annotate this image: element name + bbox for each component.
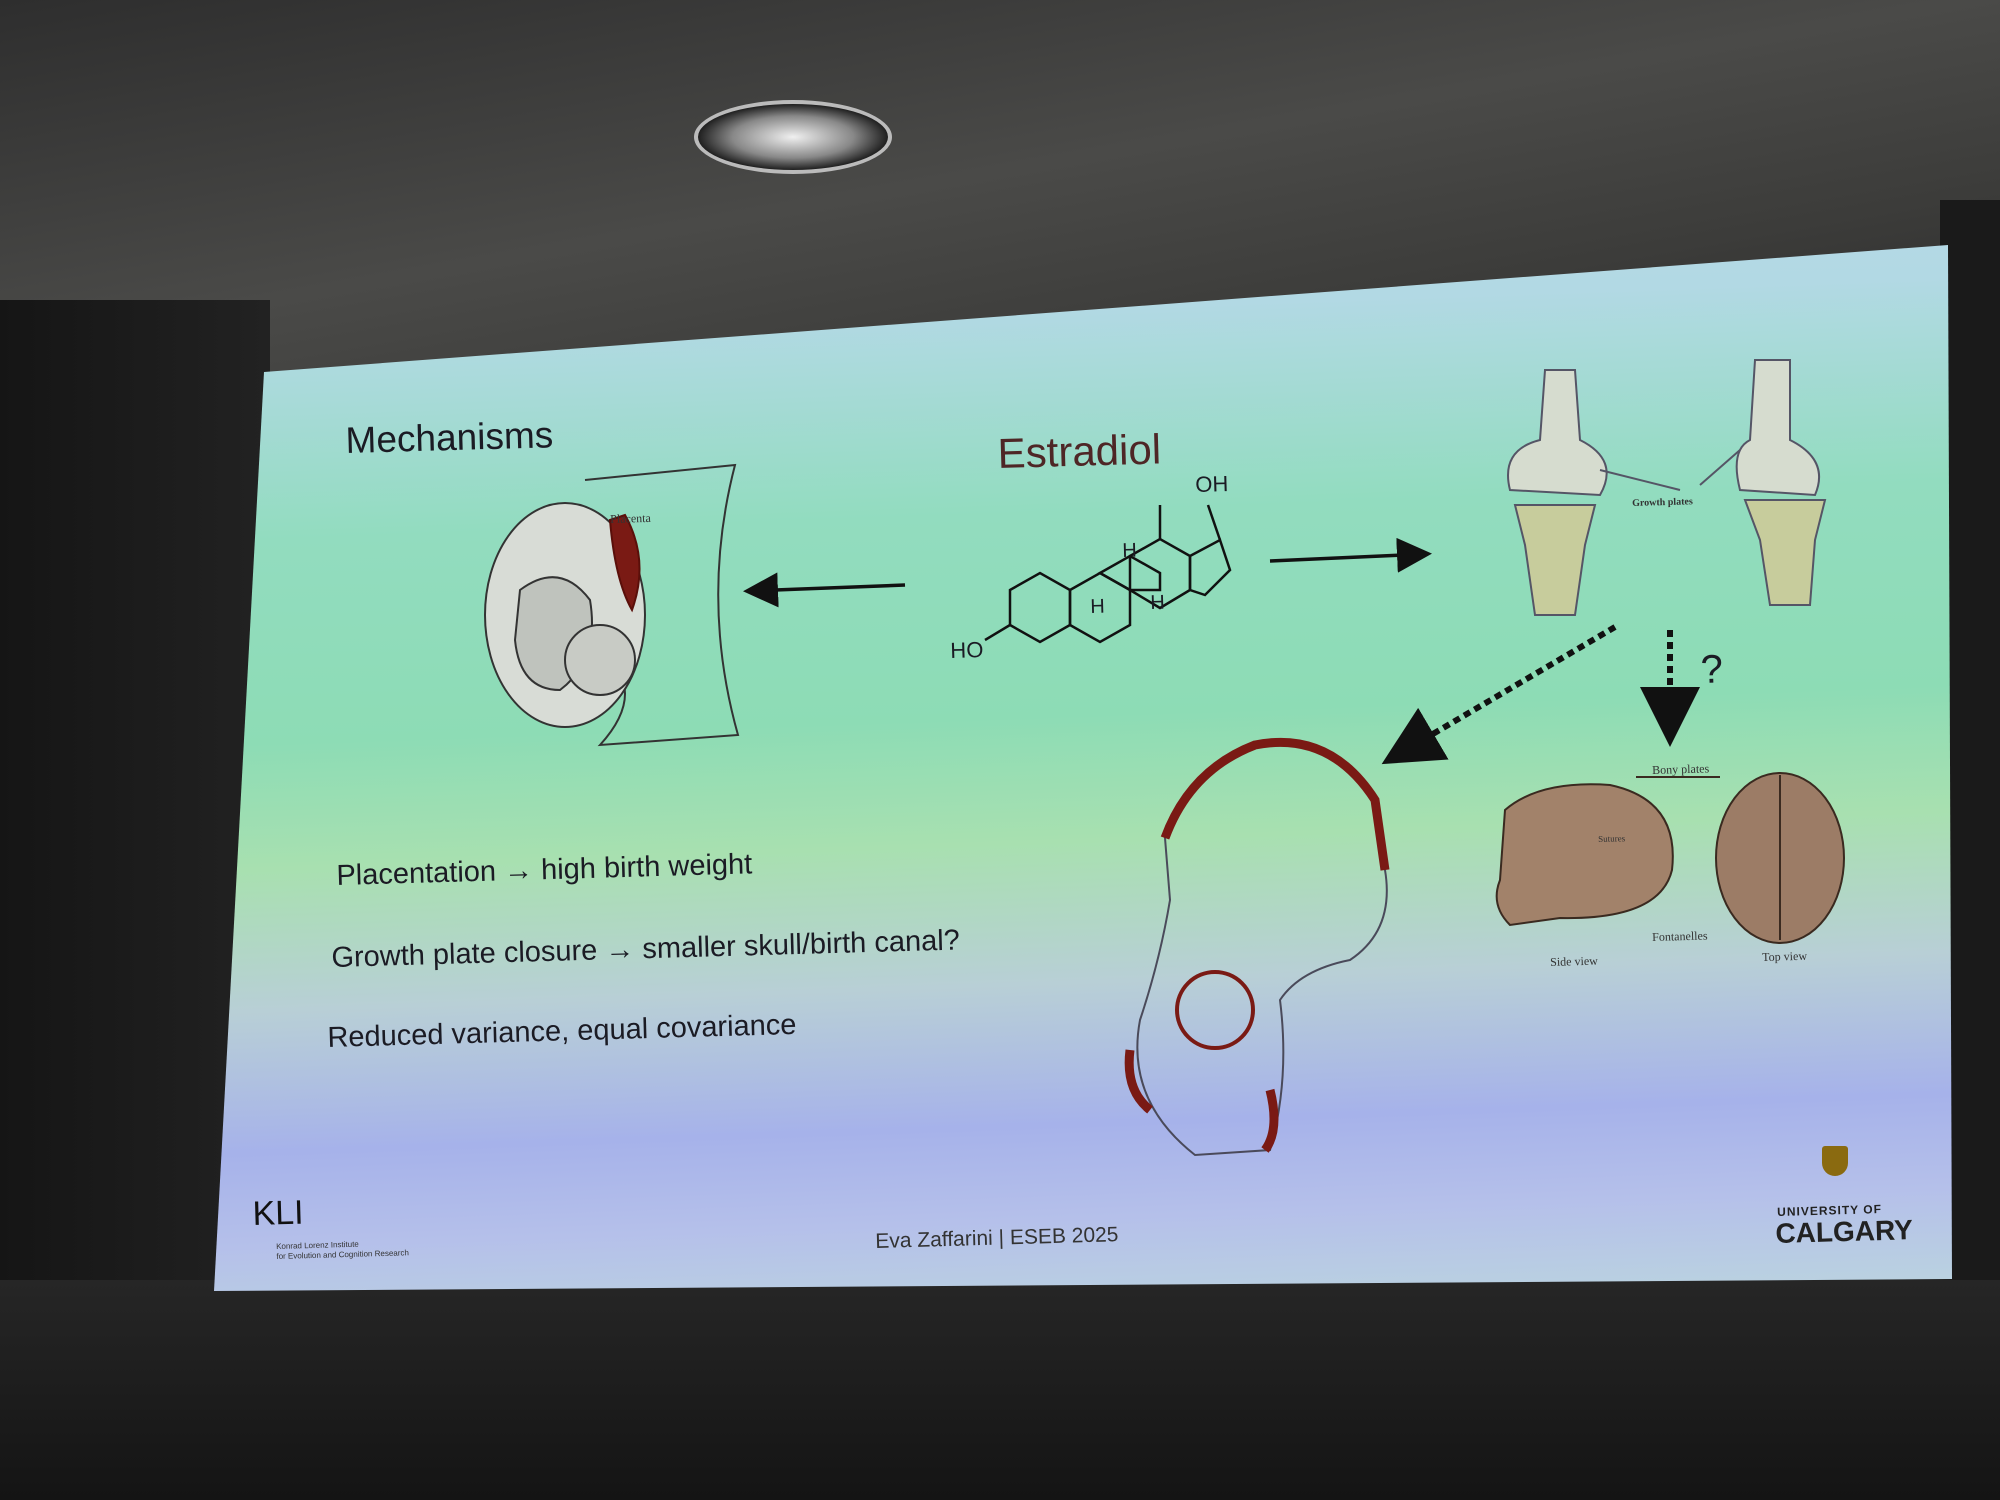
question-mark: ? xyxy=(1700,647,1724,692)
oh-label: OH xyxy=(1195,471,1229,497)
side-view-label: Side view xyxy=(1550,953,1599,969)
calgary-label: CALGARY xyxy=(1775,1214,1914,1249)
calgary-crest-icon xyxy=(1822,1146,1848,1176)
h-label: H xyxy=(1150,591,1166,614)
placenta-label: Placenta xyxy=(610,510,652,526)
bony-plates-label: Bony plates xyxy=(1652,761,1710,777)
slide-title: Mechanisms xyxy=(345,414,554,461)
floor-area xyxy=(0,1280,2000,1500)
h-label: H xyxy=(1090,595,1106,618)
knee-growth-plates-illustration xyxy=(1507,359,1827,616)
estradiol-structure xyxy=(984,504,1232,644)
growth-plates-label: Growth plates xyxy=(1632,496,1693,509)
top-view-label: Top view xyxy=(1762,948,1808,964)
infant-skull-illustration xyxy=(1495,772,1845,944)
pregnancy-illustration xyxy=(484,463,740,747)
molecule-title: Estradiol xyxy=(997,425,1162,477)
h-label: H xyxy=(1122,539,1138,562)
ho-label: HO xyxy=(950,637,984,663)
kli-logo: KLI xyxy=(252,1193,305,1233)
dashed-arrow-diagonal xyxy=(1381,624,1617,765)
sutures-label: Sutures xyxy=(1598,833,1626,844)
ceiling-light xyxy=(694,100,892,174)
pelvis-skull-illustration xyxy=(1124,737,1390,1157)
arrow-left xyxy=(743,572,906,608)
fontanelles-label: Fontanelles xyxy=(1652,928,1708,944)
arrow-right xyxy=(1269,537,1432,573)
